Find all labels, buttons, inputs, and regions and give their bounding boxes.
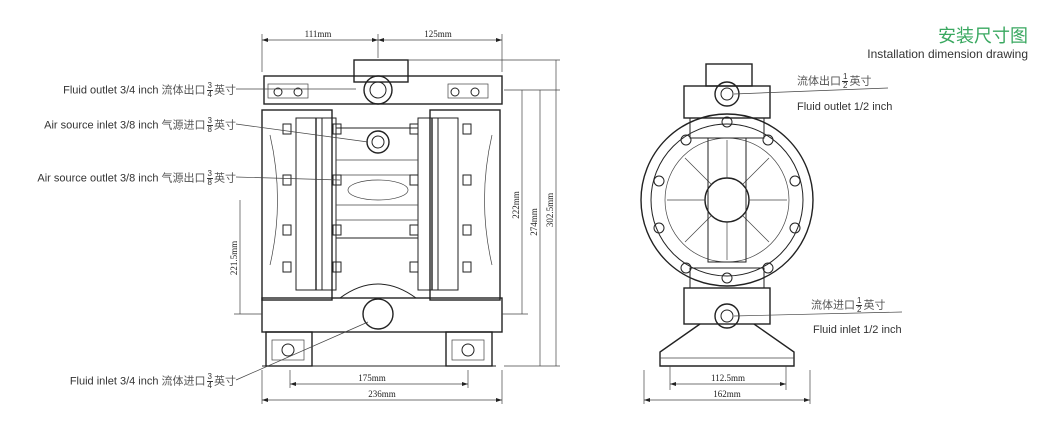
side-view-pump xyxy=(640,63,814,367)
callout-zh-prefix: 流体出口 xyxy=(161,83,206,97)
front-dimensions xyxy=(234,34,560,404)
dim-height-outlet: 222mm xyxy=(511,191,521,219)
dim-height-inlet: 221.5mm xyxy=(229,241,239,275)
title-english: Installation dimension drawing xyxy=(867,47,1028,61)
side-dim-total: 162mm xyxy=(713,389,741,399)
callout-en: Air source outlet 3/8 inch xyxy=(37,172,159,185)
front-view-pump xyxy=(261,59,503,367)
side-outlet-en: Fluid outlet 1/2 inch xyxy=(797,101,893,113)
side-callout-leaders xyxy=(733,87,903,317)
callout-zh-prefix: 气源出口 xyxy=(161,171,206,185)
callout-zh-prefix: 流体进口 xyxy=(161,374,206,388)
front-callout-leaders xyxy=(235,88,369,381)
side-dimensions xyxy=(643,366,811,404)
callout-zh-prefix: 气源进口 xyxy=(161,118,206,132)
callout-en: Air source inlet 3/8 inch xyxy=(44,119,159,132)
dim-bottom-total: 236mm xyxy=(368,389,396,399)
dim-height-mid: 274mm xyxy=(529,208,539,236)
side-inlet-en: Fluid inlet 1/2 inch xyxy=(813,324,902,336)
callout-zh-suffix: 英寸 xyxy=(214,83,236,97)
dim-bottom-inner: 175mm xyxy=(358,373,386,383)
title-chinese: 安装尺寸图 xyxy=(938,26,1028,47)
dim-top-left: 111mm xyxy=(305,29,332,39)
dim-top-right: 125mm xyxy=(424,29,452,39)
callout-zh-suffix: 英寸 xyxy=(214,171,236,185)
callout-zh-suffix: 英寸 xyxy=(214,118,236,132)
callout-zh-suffix: 英寸 xyxy=(214,374,236,388)
callout-en: Fluid outlet 3/4 inch xyxy=(63,84,159,97)
dim-height-total: 302.5mm xyxy=(545,193,555,227)
side-dim-inner: 112.5mm xyxy=(711,373,745,383)
callout-en: Fluid inlet 3/4 inch xyxy=(69,375,159,388)
